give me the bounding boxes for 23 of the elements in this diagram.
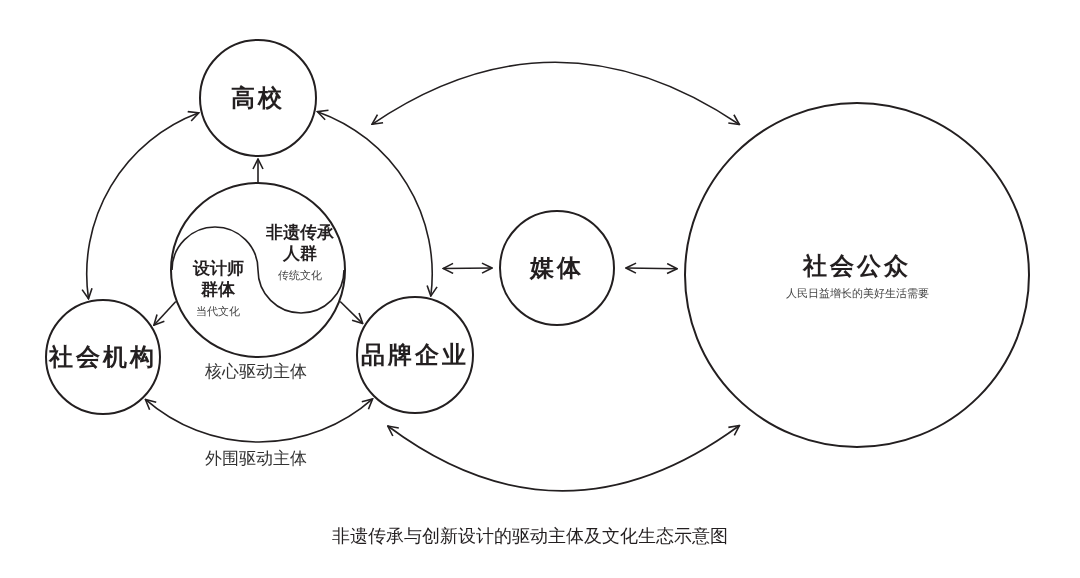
node-label: 社会公众 [803,250,911,282]
caption: 非遗传承与创新设计的驱动主体及文化生态示意图 [330,524,730,548]
node-label: 品牌企业 [361,340,469,371]
node-subtitle: 人民日益增长的美好生活需要 [785,285,929,301]
arrow [625,262,678,275]
arrow [387,424,741,492]
node-subtitle: 传统文化 [278,267,322,283]
arrow [252,158,264,183]
edge-label: 外围驱动主体 [203,447,309,470]
node-label: 高校 [231,83,285,114]
arrow [316,110,438,297]
arrow [442,262,493,275]
arrow [371,61,741,126]
arrow [153,300,177,326]
node-label: 设计师群体 [191,257,245,300]
node-subtitle: 当代文化 [196,303,240,319]
node-label: 媒体 [530,253,584,284]
node-label: 非遗传承人群 [265,221,335,264]
arrow [81,111,200,300]
node-label: 社会机构 [49,342,157,373]
caption-text: 核心驱动主体 [203,360,309,383]
arrow [339,300,364,325]
arrow [144,398,374,443]
